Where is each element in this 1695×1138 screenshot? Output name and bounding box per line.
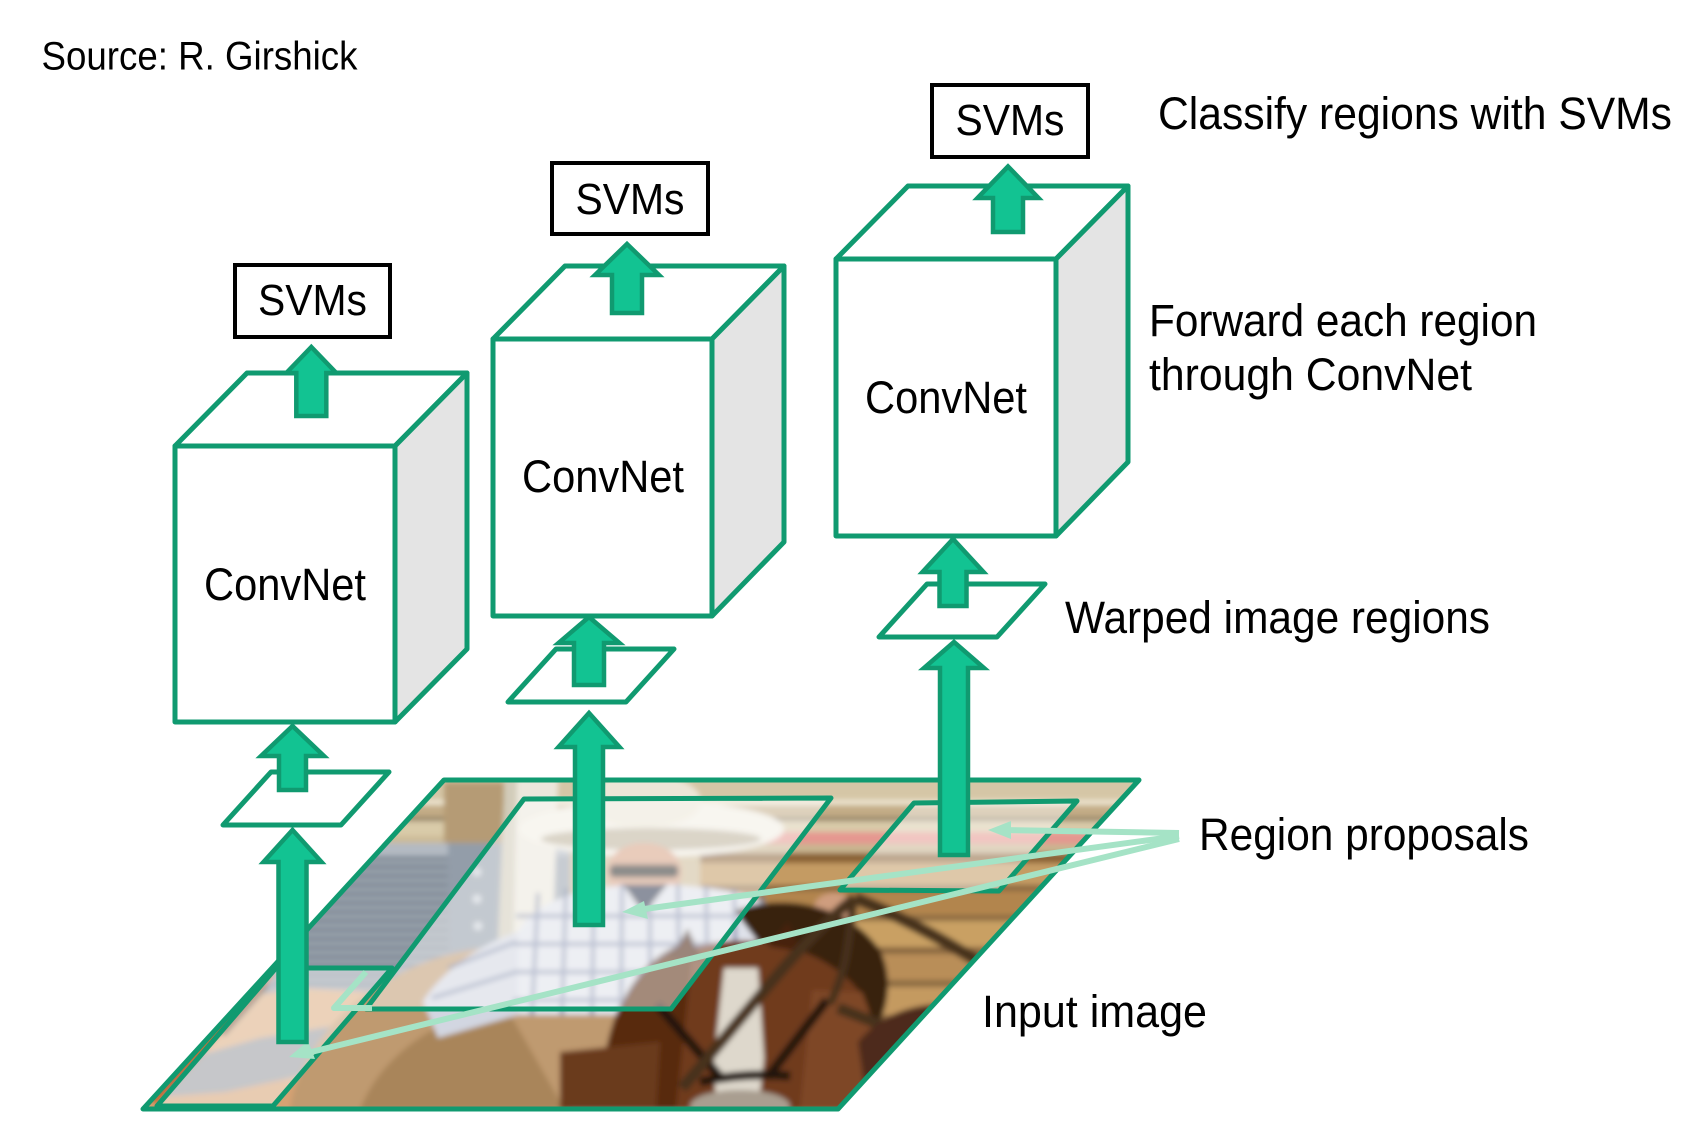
svg-text:SVMs: SVMs xyxy=(956,96,1065,145)
svg-text:SVMs: SVMs xyxy=(258,276,367,325)
svg-text:SVMs: SVMs xyxy=(576,175,685,224)
svg-text:Source: R. Girshick: Source: R. Girshick xyxy=(42,34,359,78)
svg-text:ConvNet: ConvNet xyxy=(865,372,1027,423)
svg-text:ConvNet: ConvNet xyxy=(522,451,684,502)
svg-text:Region proposals: Region proposals xyxy=(1199,809,1529,860)
svg-text:ConvNet: ConvNet xyxy=(204,559,366,610)
svg-text:Classify regions with SVMs: Classify regions with SVMs xyxy=(1158,88,1672,139)
svg-text:Forward each region: Forward each region xyxy=(1149,295,1537,346)
svg-text:through ConvNet: through ConvNet xyxy=(1149,349,1472,400)
svg-text:Warped image regions: Warped image regions xyxy=(1065,592,1490,643)
svg-text:Input image: Input image xyxy=(982,986,1207,1037)
